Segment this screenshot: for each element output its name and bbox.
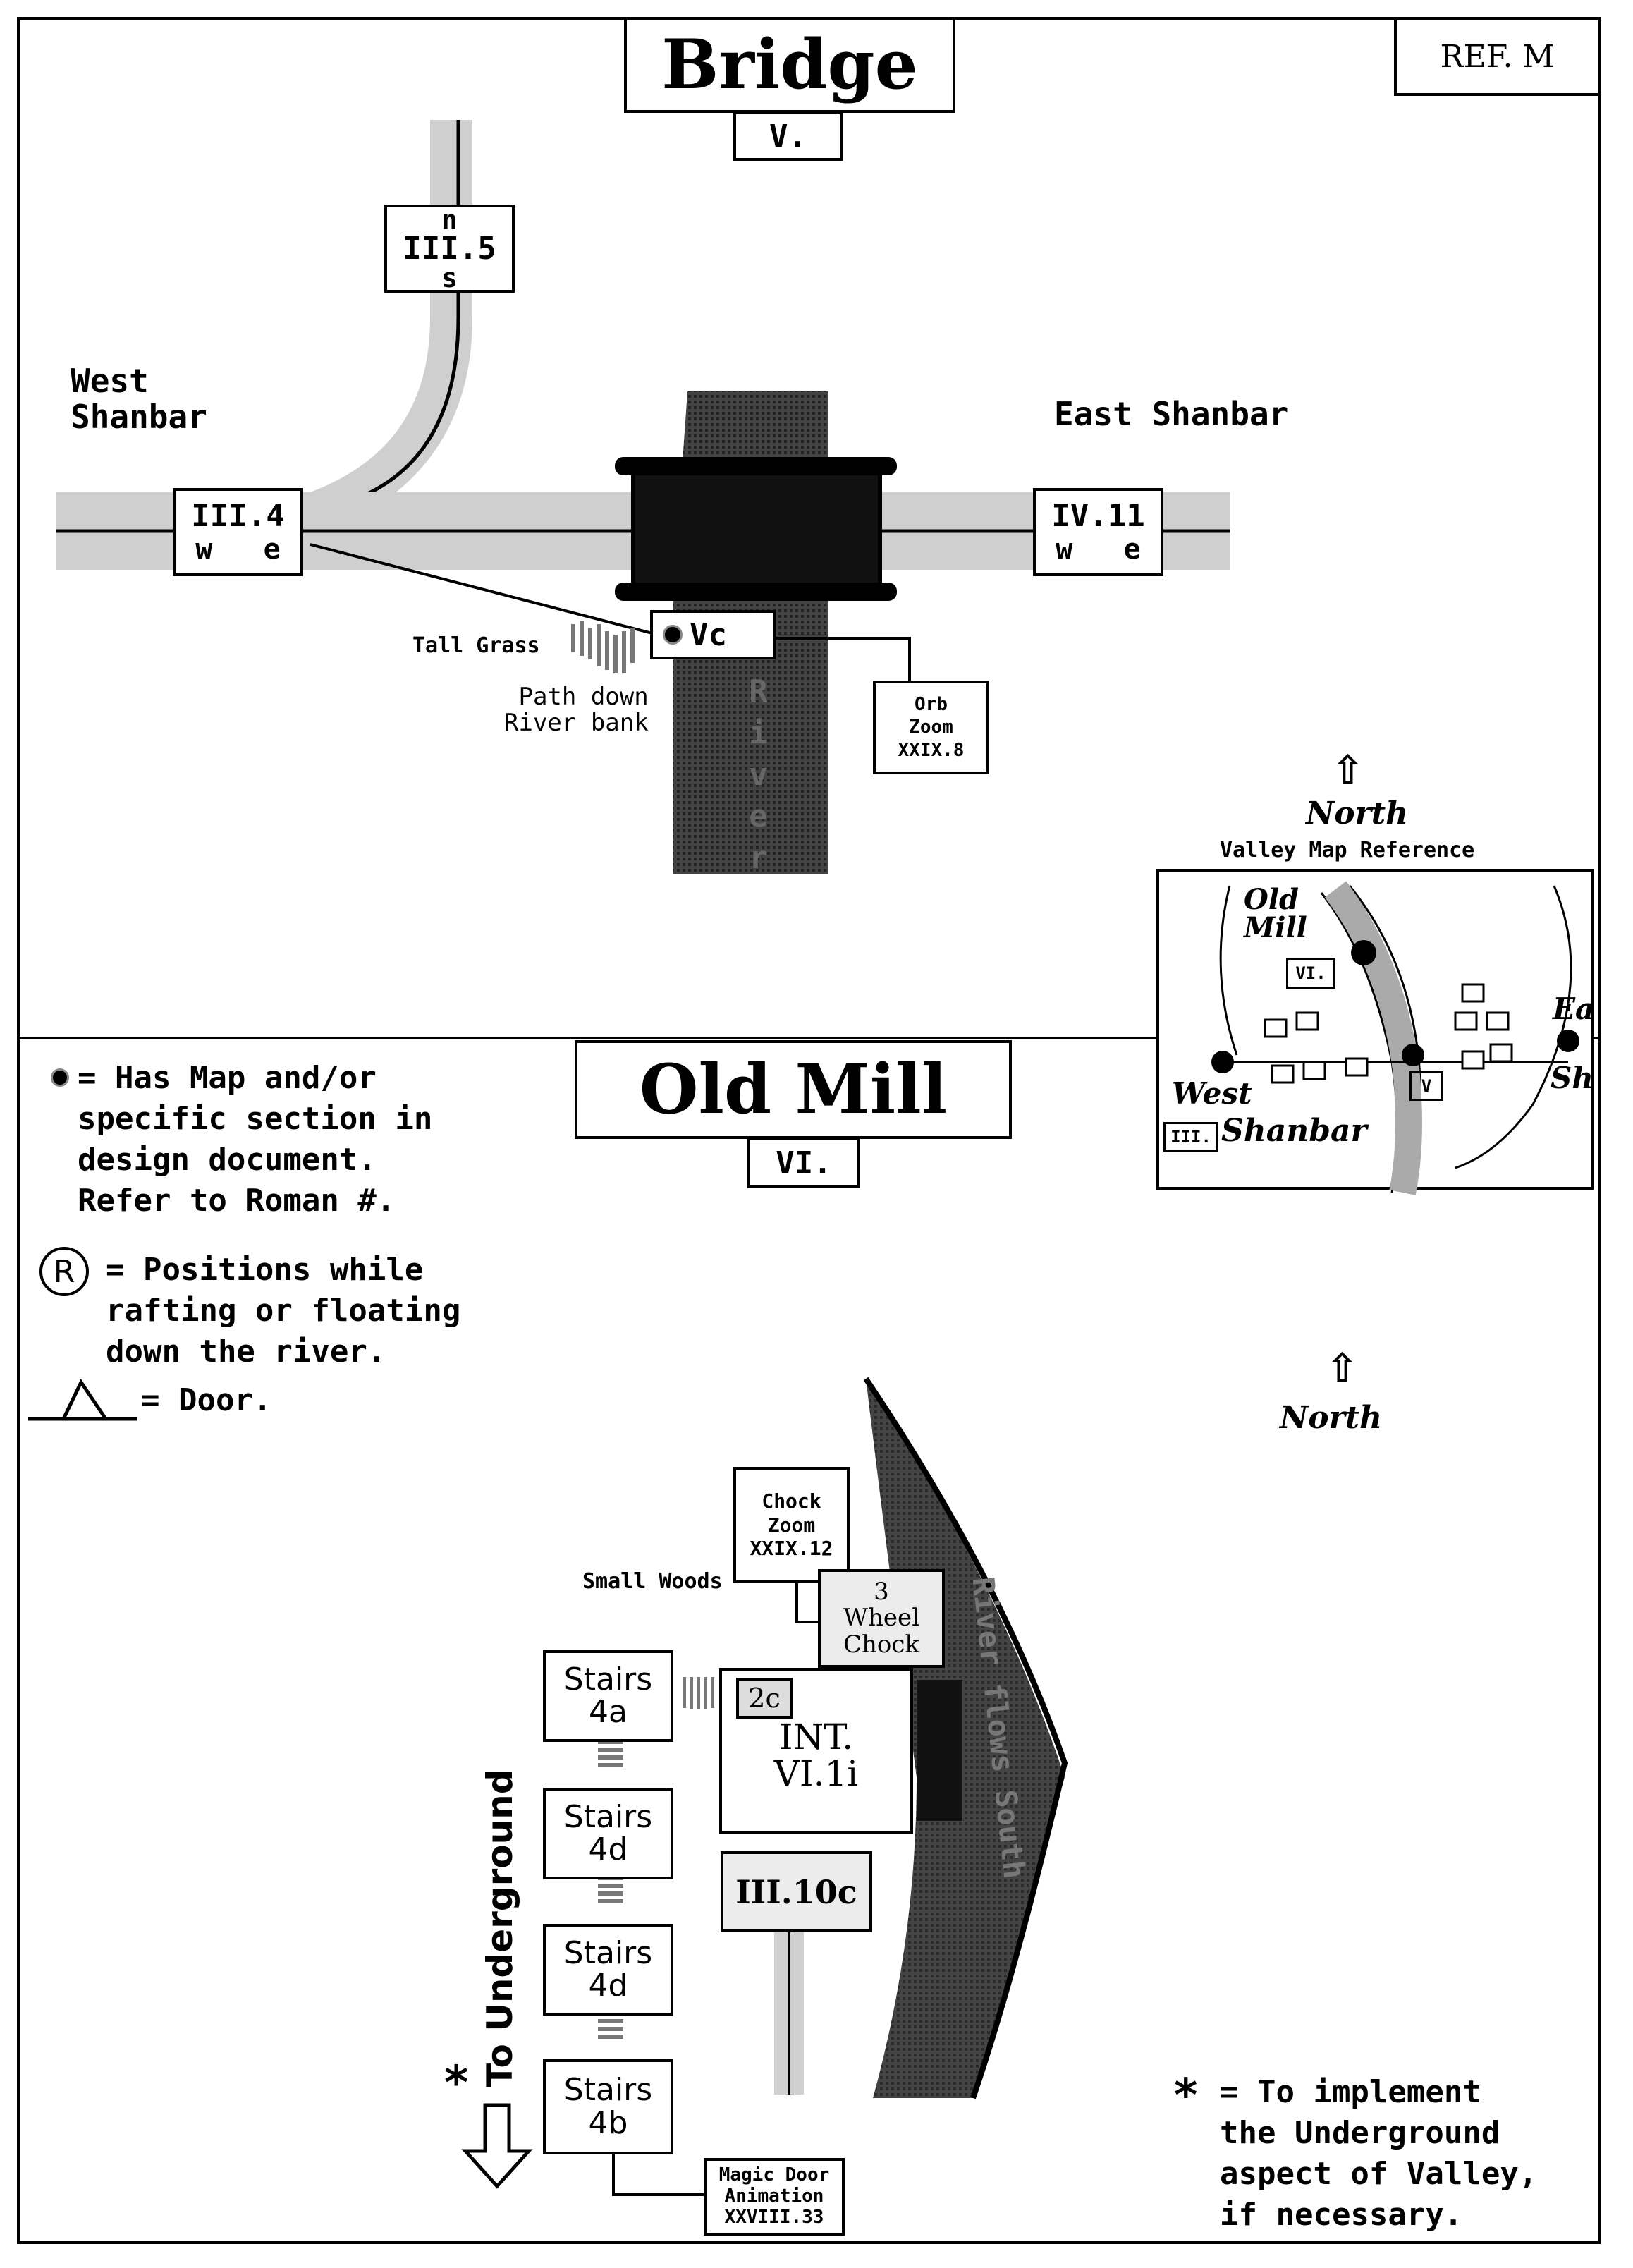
bridge-title: Bridge — [661, 25, 918, 104]
stairs-4d-1-label: Stairs 4d — [563, 1798, 653, 1867]
tall-grass — [571, 621, 635, 673]
stairs-4d-1-box[interactable]: Stairs 4d — [543, 1788, 673, 1879]
node-iii5-bottom: s — [441, 262, 458, 293]
node-vc[interactable]: Vc — [650, 610, 776, 659]
chock-zoom-label: Chock Zoom XXIX.12 — [750, 1489, 833, 1561]
small-woods-label: Small Woods — [582, 1569, 723, 1594]
north-arrow-top: ⇧ — [1331, 748, 1364, 793]
valley-sh: Sh — [1551, 1061, 1594, 1095]
int-label-wrap: INT. VI.1i — [722, 1717, 910, 1794]
legend-raft-note: = Positions while rafting or floating do… — [106, 1252, 461, 1370]
map-dot-icon — [663, 625, 683, 645]
bridge-river-label: River — [740, 673, 776, 882]
valley-north-label: North — [1306, 795, 1409, 831]
valley-iii: III. — [1170, 1127, 1211, 1147]
map-dot-legend-icon — [51, 1068, 69, 1087]
bridge-title-box: Bridge — [624, 17, 955, 113]
r-symbol-label: R — [53, 1253, 75, 1290]
node-iv11[interactable]: IV.11 w e — [1033, 488, 1163, 576]
bridge-deck — [631, 463, 882, 595]
mill-river — [866, 1379, 1065, 2098]
section-divider — [17, 1037, 1166, 1040]
path-to-vc — [310, 543, 653, 635]
valley-vi: VI. — [1295, 963, 1326, 983]
chock-zoom-box[interactable]: Chock Zoom XXIX.12 — [733, 1467, 850, 1583]
orb-zoom-box[interactable]: Orb Zoom XXIX.8 — [873, 681, 989, 774]
r-symbol-icon: R — [39, 1247, 89, 1296]
down-arrow-icon — [461, 2103, 533, 2189]
ref-label: REF. M — [1440, 38, 1555, 75]
bridge-roman: V. — [769, 118, 807, 154]
old-mill-roman: VI. — [776, 1145, 832, 1181]
path-down-label: Path down River bank — [504, 683, 649, 738]
node-iv11-sub: w e — [1056, 532, 1141, 566]
node-iii4[interactable]: III.4 w e — [173, 488, 303, 576]
valley-ea: Ea — [1553, 992, 1595, 1026]
valley-iii-box: III. — [1163, 1122, 1218, 1152]
valley-v: V — [1421, 1076, 1432, 1096]
old-mill-title-box: Old Mill — [575, 1040, 1012, 1139]
valley-west: West — [1172, 1076, 1252, 1111]
stairs-4b-label: Stairs 4b — [563, 2072, 653, 2141]
int-vi1i-box[interactable]: 2c INT. VI.1i — [719, 1668, 913, 1834]
node-vc-label: Vc — [690, 616, 727, 653]
valley-vi-box: VI. — [1286, 958, 1335, 989]
iii10c-label: III.10c — [735, 1872, 857, 1911]
legend-door-note: = Door. — [141, 1382, 272, 1418]
room-2c-box[interactable]: 2c — [736, 1678, 793, 1719]
valley-v-box: V — [1409, 1071, 1443, 1101]
valley-map-box: Old Mill VI. West III. Shanbar V Ea Sh — [1156, 869, 1595, 1195]
iii10c-box[interactable]: III.10c — [721, 1851, 872, 1932]
magic-door-label: Magic Door Animation XXVIII.33 — [718, 2164, 830, 2228]
stairs-4d-2-box[interactable]: Stairs 4d — [543, 1924, 673, 2016]
wheel-chock-label: 3 Wheel Chock — [843, 1577, 920, 1659]
node-iii5[interactable]: n III.5 s — [384, 205, 515, 293]
valley-old-mill: Old Mill — [1244, 883, 1307, 944]
underground-asterisk: * — [444, 2056, 469, 2110]
tall-grass-label: Tall Grass — [412, 633, 540, 658]
node-iii4-id: III.4 — [191, 498, 285, 535]
legend-map-note: = Has Map and/or specific section in des… — [78, 1060, 433, 1219]
north-arrow-mill: ⇧ — [1326, 1346, 1359, 1391]
node-iii5-top: n — [441, 204, 458, 236]
implement-note: = To implement the Underground aspect of… — [1220, 2074, 1538, 2233]
ref-box: REF. M — [1394, 17, 1601, 96]
wheel-chock-box[interactable]: 3 Wheel Chock — [818, 1569, 945, 1668]
int-label: INT. VI.1i — [773, 1716, 859, 1794]
stairs-4b-box[interactable]: Stairs 4b — [543, 2059, 673, 2154]
valley-shanbar: Shanbar — [1221, 1113, 1367, 1149]
node-iv11-id: IV.11 — [1051, 498, 1145, 535]
old-mill-roman-box: VI. — [747, 1138, 860, 1188]
node-iii5-id: III.5 — [403, 230, 496, 267]
orb-zoom-label: Orb Zoom XXIX.8 — [898, 693, 965, 761]
stairs-4a-box[interactable]: Stairs 4a — [543, 1650, 673, 1742]
implement-asterisk: * — [1174, 2070, 1198, 2122]
east-shanbar-label: East Shanbar — [1054, 395, 1289, 433]
stairs-4d-2-label: Stairs 4d — [563, 1934, 653, 2004]
node-iii4-sub: w e — [195, 532, 281, 566]
room-2c-label: 2c — [748, 1683, 781, 1714]
stairs-4a-label: Stairs 4a — [563, 1661, 653, 1730]
bridge-roman-box: V. — [733, 111, 843, 161]
to-underground-label: To Underground — [479, 1769, 520, 2087]
magic-door-box[interactable]: Magic Door Animation XXVIII.33 — [704, 2158, 845, 2236]
valley-map-graphics — [1211, 881, 1579, 1195]
old-mill-title: Old Mill — [639, 1049, 948, 1129]
mill-north-label: North — [1280, 1400, 1383, 1436]
mill-wheel — [917, 1680, 962, 1821]
west-shanbar-label: West Shanbar — [71, 362, 207, 436]
valley-map-title: Valley Map Reference — [1220, 838, 1475, 862]
